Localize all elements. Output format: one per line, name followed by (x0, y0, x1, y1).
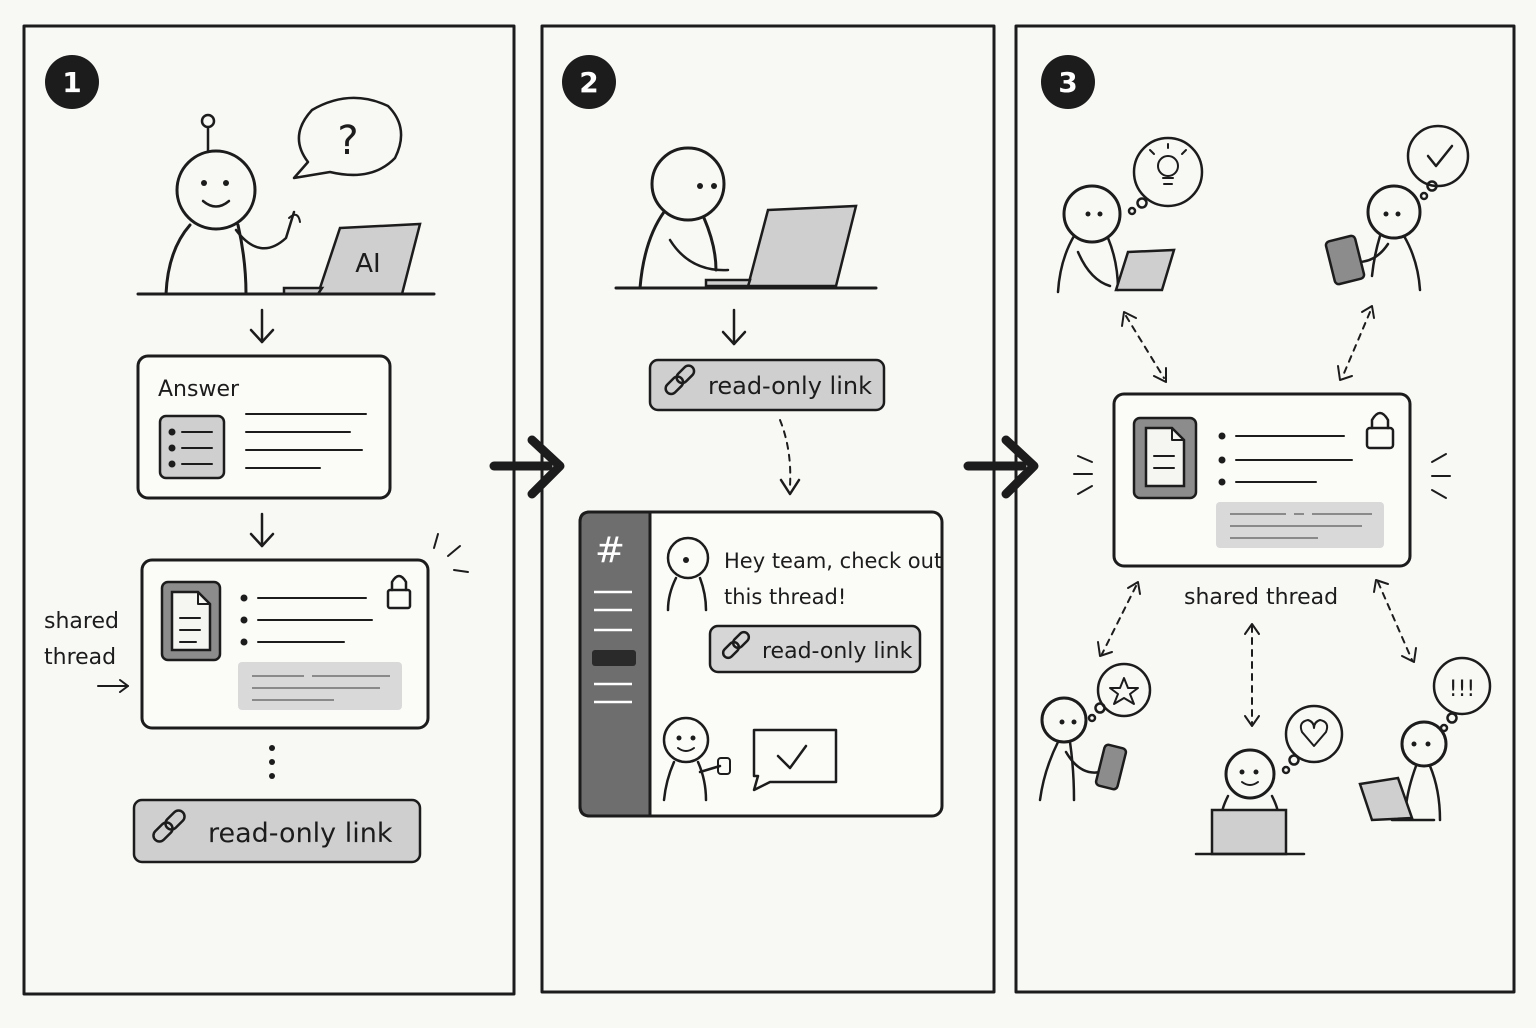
arrow-right-icon (963, 435, 1039, 499)
read-only-link-button[interactable]: read-only link (648, 358, 886, 412)
message-text-line2: this thread! (724, 585, 846, 609)
arrow-down-icon (249, 308, 275, 344)
collaborator-approve (1324, 124, 1470, 292)
chat-window: # Hey team, check out this thread! read-… (578, 510, 944, 818)
collaborator-heart (1194, 704, 1344, 856)
panel-2-frame (540, 24, 996, 994)
panel-1-frame (22, 24, 516, 996)
lock-icon (1365, 411, 1395, 450)
dotted-connector (269, 745, 275, 779)
svg-text:read-only link: read-only link (762, 639, 913, 664)
svg-text:read-only link: read-only link (708, 372, 872, 400)
robot-person (164, 113, 301, 296)
shared-thread-card (140, 558, 430, 730)
svg-text:AI: AI (355, 249, 380, 279)
question-bubble-icon: ? (292, 96, 403, 180)
link-icon (721, 630, 751, 660)
message-text-line1: Hey team, check out (724, 549, 942, 573)
sparkle-marks (1073, 453, 1451, 499)
link-icon (664, 364, 696, 396)
channel-hash-icon: # (595, 530, 625, 571)
arrow-down-icon (249, 512, 275, 548)
arrow-down-icon (779, 478, 801, 496)
panel-3-frame (1014, 24, 1516, 994)
dashed-arrows (1097, 305, 1417, 727)
lightbulb-icon (1149, 143, 1187, 185)
answer-card: Answer (136, 354, 392, 500)
step-badge-3: 3 (1041, 55, 1095, 109)
sender-avatar (666, 536, 710, 612)
step-badge-1: 1 (45, 55, 99, 109)
arrow-down-icon (721, 308, 747, 346)
svg-text:?: ? (337, 118, 358, 164)
svg-text:read-only link: read-only link (208, 818, 393, 849)
svg-text:3: 3 (1058, 66, 1077, 99)
arrow-right-small-icon (97, 679, 129, 693)
collaborator-excited: !!! (1358, 656, 1492, 822)
replier-avatar (662, 716, 731, 802)
arrow-right-icon (489, 435, 565, 499)
collaborator-idea (1056, 136, 1204, 294)
side-label-shared: shared (44, 609, 119, 634)
sparkle-marks (433, 533, 469, 573)
ai-laptop: AI (282, 222, 422, 296)
collaborator-star (1038, 662, 1152, 802)
link-icon (152, 809, 186, 843)
svg-text:2: 2 (579, 66, 598, 99)
dashed-connector (779, 419, 792, 487)
svg-text:1: 1 (62, 66, 81, 99)
step-badge-2: 2 (562, 55, 616, 109)
answer-title: Answer (158, 377, 240, 402)
center-label: shared thread (1184, 585, 1338, 610)
message-link-chip[interactable]: read-only link (708, 624, 922, 674)
lock-icon (386, 574, 412, 610)
side-label-thread: thread (44, 645, 116, 670)
exclamation-text: !!! (1449, 677, 1475, 702)
shared-thread-card-center (1112, 392, 1412, 568)
person-at-laptop (638, 146, 858, 290)
checkmark-bubble-icon (752, 728, 838, 792)
read-only-link-button[interactable]: read-only link (132, 798, 422, 864)
